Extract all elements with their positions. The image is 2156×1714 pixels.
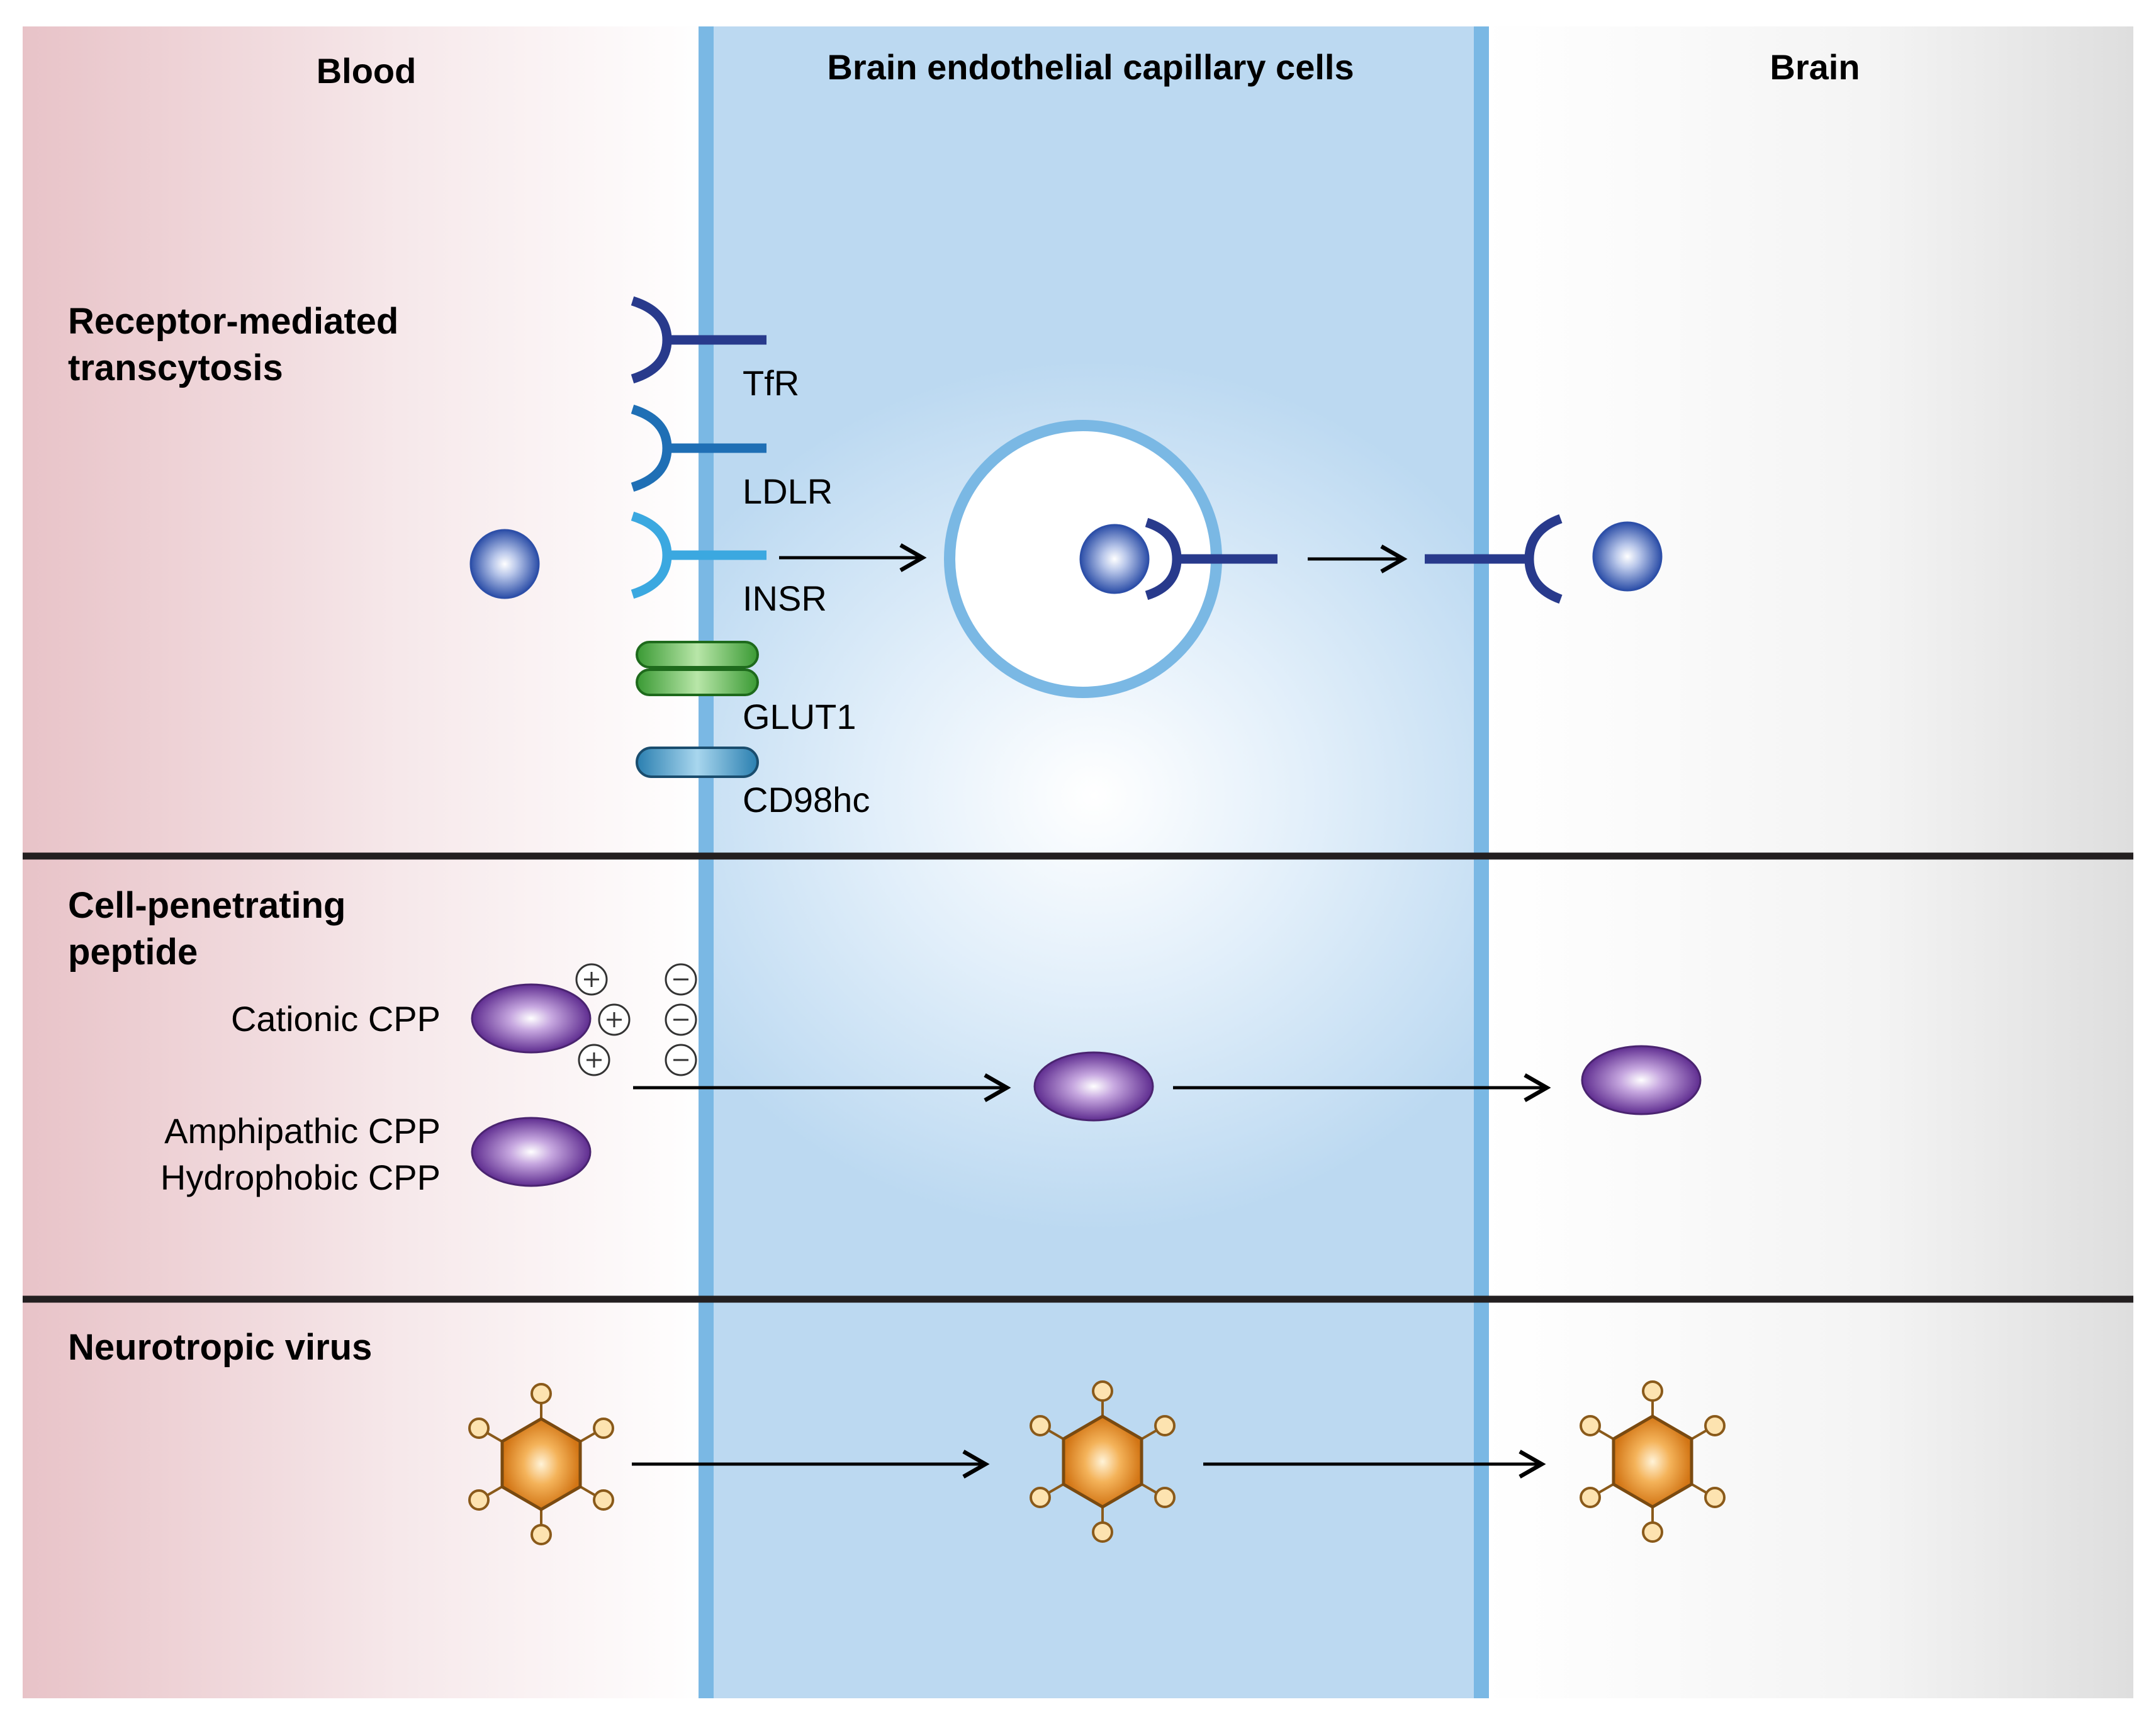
positive-charge-icon — [584, 972, 622, 1068]
vesicle-receptor — [1145, 517, 1277, 600]
brain-zone — [1481, 26, 2133, 1698]
ldlr-receptor — [631, 404, 766, 492]
hydrophobic-cpp-label: Hydrophobic CPP — [160, 1158, 441, 1197]
tfr-receptor — [631, 296, 766, 384]
virus-title: Neurotropic virus — [68, 1327, 372, 1368]
blood-zone — [23, 26, 707, 1698]
vesicle-ligand-particle — [1079, 524, 1150, 594]
amphipathic-cpp-label: Amphipathic CPP — [164, 1111, 441, 1151]
cpp-title-line2: peptide — [68, 932, 198, 973]
header-brain: Brain — [1770, 47, 1860, 87]
cd98hc-label: CD98hc — [743, 780, 870, 820]
insr-label: INSR — [743, 578, 827, 618]
cationic-cpp-particle — [471, 983, 592, 1054]
negative-charge-icon — [673, 978, 688, 1061]
ligand-particle — [469, 529, 540, 599]
insr-receptor — [631, 511, 766, 599]
cationic-cpp-label: Cationic CPP — [231, 999, 441, 1039]
luminal-membrane — [699, 26, 714, 1698]
ldlr-label: LDLR — [743, 471, 833, 511]
rmt-title-line2: transcytosis — [68, 347, 283, 388]
cpp-title-line1: Cell-penetrating — [68, 885, 346, 926]
header-blood: Blood — [317, 51, 417, 91]
released-ligand-particle — [1592, 521, 1663, 592]
glut1-transporter — [636, 641, 759, 696]
cd98hc-transporter — [636, 747, 759, 778]
rmt-title-line1: Receptor-mediated — [68, 301, 398, 342]
tfr-label: TfR — [743, 363, 799, 403]
abluminal-receptor — [1425, 514, 1563, 604]
abluminal-membrane — [1474, 26, 1489, 1698]
translocating-cpp-particle — [1033, 1051, 1154, 1122]
amphipathic-cpp-particle — [471, 1117, 592, 1187]
brain-cpp-particle — [1581, 1045, 1702, 1115]
header-endothelial: Brain endothelial capillary cells — [827, 47, 1354, 87]
glut1-label: GLUT1 — [743, 697, 856, 736]
